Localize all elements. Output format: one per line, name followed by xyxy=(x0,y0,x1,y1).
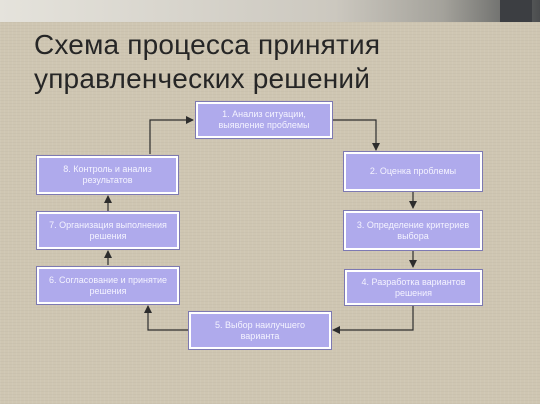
step-2-label: 2. Оценка проблемы xyxy=(369,166,457,176)
title-line-2: управленческих решений xyxy=(34,63,371,94)
connector-4-5 xyxy=(332,305,414,334)
connector-8-1 xyxy=(149,116,194,154)
top-decor-bar xyxy=(0,0,540,22)
step-1-box: 1. Анализ ситуации, выявление проблемы xyxy=(196,102,332,138)
title-line-1: Схема процесса принятия xyxy=(34,29,381,60)
step-7-box: 7. Организация выполнения решения xyxy=(37,212,179,249)
step-8-label: 8. Контроль и анализ результатов xyxy=(63,164,152,185)
step-4-box: 4. Разработка вариантов решения xyxy=(345,270,482,305)
step-6-label: 6. Согласование и принятие решения xyxy=(48,274,168,296)
step-6-box: 6. Согласование и принятие решения xyxy=(37,267,179,304)
step-3-label: 3. Определение критериев выбора xyxy=(356,219,470,241)
slide-title: Схема процесса принятия управленческих р… xyxy=(34,28,514,96)
top-decor-accent xyxy=(500,0,532,22)
step-1-label: 1. Анализ ситуации, выявление проблемы xyxy=(218,109,310,130)
connector-5-6 xyxy=(144,305,189,331)
step-5-box: 5. Выбор наилучшего варианта xyxy=(189,312,331,349)
step-2-box: 2. Оценка проблемы xyxy=(344,152,482,191)
step-7-label: 7. Организация выполнения решения xyxy=(49,219,167,241)
connector-1-2 xyxy=(332,119,380,151)
step-5-label: 5. Выбор наилучшего варианта xyxy=(215,319,305,341)
step-4-label: 4. Разработка вариантов решения xyxy=(361,276,466,298)
step-3-box: 3. Определение критериев выбора xyxy=(344,211,482,250)
step-8-box: 8. Контроль и анализ результатов xyxy=(37,156,178,194)
